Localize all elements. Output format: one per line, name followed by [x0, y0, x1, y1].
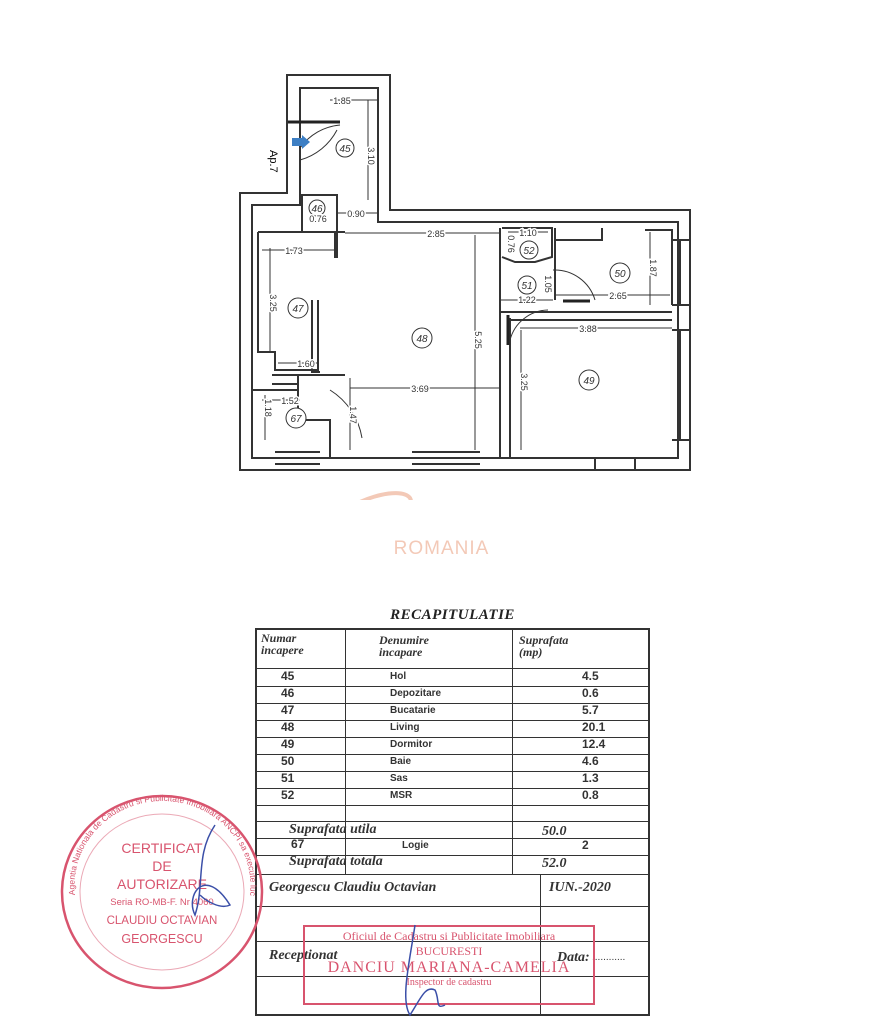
cadastre-office-stamp: Oficiul de Cadastru si Publicitate Imobi… [303, 925, 595, 1005]
wall-kitchen [257, 231, 336, 371]
row-number: 48 [281, 720, 295, 734]
wall-50 [554, 228, 673, 305]
header-area: Suprafata [519, 633, 569, 647]
dimension-label: 1.18 [263, 399, 273, 417]
header-name: Denumire [379, 633, 430, 647]
entrance-label: Ap.7 [267, 150, 279, 173]
room-number: 67 [290, 414, 302, 425]
row-number: 51 [281, 771, 295, 785]
door-arrow-icon [292, 138, 302, 146]
row-area: 4.6 [582, 754, 599, 768]
loggia-area: 2 [582, 838, 589, 852]
dimension-label: 1.60 [297, 359, 315, 369]
date-label: Data: [557, 950, 590, 965]
dimension-label: 3.69 [411, 384, 429, 394]
row-name: MSR [390, 790, 413, 801]
stamp-inspector-name: DANCIU MARIANA-CAMELIA [327, 959, 571, 976]
stamp-line: CLAUDIU OCTAVIAN [107, 915, 218, 927]
row-area: 0.8 [582, 788, 599, 802]
stamp-line: DE [152, 858, 171, 874]
author-name: Georgescu Claudiu Octavian [269, 880, 437, 895]
dimension-label: 1.85 [333, 96, 351, 106]
floor-plan: Ap.7 45 46 47 48 49 50 51 52 67 1.85 3.1… [239, 74, 691, 500]
useful-area-label: Suprafata utila [289, 822, 377, 837]
row-name: Dormitor [390, 739, 433, 750]
room-number: 51 [521, 281, 532, 292]
row-name: Depozitare [390, 688, 442, 699]
room-number: 48 [416, 334, 428, 345]
stamp-city: BUCURESTI [415, 944, 483, 958]
row-name: Hol [390, 671, 407, 682]
signature [191, 824, 232, 917]
stamp-line: GEORGESCU [121, 932, 202, 946]
row-number: 49 [281, 737, 295, 751]
dimension-label: 5.25 [473, 331, 483, 349]
row-name: Sas [390, 773, 408, 784]
stamp-line: Seria RO-MB-F. Nr 4060 [110, 897, 213, 908]
document-date: IUN.-2020 [549, 880, 611, 895]
loggia-name: Logie [402, 840, 429, 851]
room-number: 49 [583, 376, 595, 387]
dimension-label: 1.22 [518, 295, 536, 305]
room-number: 46 [311, 204, 323, 215]
wall-partition [499, 228, 672, 458]
dimension-label: 3.88 [579, 324, 597, 334]
row-name: Bucatarie [390, 705, 436, 716]
row-area: 4.5 [582, 669, 599, 683]
stamp-inspector-title: Inspector de cadastru [406, 977, 492, 988]
total-area-value: 52.0 [542, 856, 567, 871]
row-area: 1.3 [582, 771, 599, 785]
dimension-label: 1.47 [348, 406, 358, 424]
total-area-label: Suprafata totala [289, 854, 383, 869]
room-number: 50 [614, 269, 626, 280]
date-field: ............ [592, 952, 626, 963]
dimension-label: 1.52 [281, 396, 299, 406]
dimension-label: 1.05 [543, 275, 553, 293]
room-number: 47 [292, 304, 304, 315]
row-number: 47 [281, 703, 295, 717]
room-number: 52 [523, 246, 535, 257]
authorization-stamp: Agentia Nationala de Cadastru si Publici… [55, 785, 264, 990]
row-name: Living [390, 722, 420, 733]
header-number-sub: incapere [261, 643, 304, 657]
dimension-label: 0.90 [347, 209, 365, 219]
dimension-label: 1.87 [648, 259, 658, 277]
row-number: 50 [281, 754, 295, 768]
loggia-number: 67 [291, 837, 305, 851]
wall-52 [501, 227, 553, 263]
dimension-label: 2.85 [427, 229, 445, 239]
header-number: Numar [261, 631, 297, 645]
watermark-logo [359, 491, 413, 500]
dimension-label: 1.10 [519, 228, 537, 238]
dimension-label: 0.76 [506, 235, 516, 253]
header-area-sub: (mp) [519, 645, 543, 659]
dimension-label: 3.25 [519, 373, 529, 391]
inspector-signature [404, 924, 446, 1017]
dimension-label: 1.73 [285, 246, 303, 256]
watermark-text: ROMANIA [393, 538, 490, 559]
dimension-label: 2.65 [609, 291, 627, 301]
room-number: 45 [339, 144, 351, 155]
row-number: 45 [281, 669, 295, 683]
row-area: 20.1 [582, 720, 606, 734]
row-number: 52 [281, 788, 295, 802]
recap-title: RECAPITULATIE [390, 607, 515, 623]
dimension-label: 0.76 [309, 214, 327, 224]
stamp-line: CERTIFICAT [121, 840, 203, 856]
dimension-label: 3.25 [268, 294, 278, 312]
header-name-sub: incapare [379, 645, 423, 659]
row-area: 5.7 [582, 703, 599, 717]
inner-wall [251, 87, 679, 459]
row-number: 46 [281, 686, 295, 700]
row-area: 0.6 [582, 686, 599, 700]
outer-wall [239, 74, 691, 471]
stamp-office: Oficiul de Cadastru si Publicitate Imobi… [342, 929, 556, 943]
row-area: 12.4 [582, 737, 606, 751]
row-name: Baie [390, 756, 412, 767]
dimension-label: 3.10 [366, 147, 376, 165]
stamp-line: AUTORIZARE [117, 876, 207, 892]
useful-area-value: 50.0 [542, 824, 567, 839]
